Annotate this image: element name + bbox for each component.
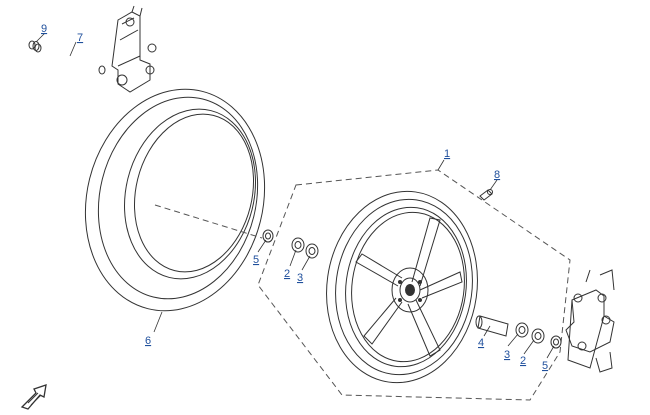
callout-3-left[interactable]: 3 [297, 272, 303, 284]
front-axle[interactable] [34, 43, 106, 75]
wheel-rim[interactable] [314, 181, 489, 392]
left-bearing[interactable] [305, 243, 319, 259]
callout-3-right[interactable]: 3 [504, 349, 510, 361]
callout-6[interactable]: 6 [145, 335, 151, 347]
axle-nut[interactable] [28, 40, 40, 51]
left-collar[interactable] [262, 229, 274, 243]
callout-4[interactable]: 4 [478, 337, 484, 349]
callout-9[interactable]: 9 [41, 23, 47, 35]
tire[interactable] [63, 70, 288, 330]
right-fork-leg [565, 269, 615, 373]
front-direction-arrow-icon [20, 384, 47, 410]
right-bearing[interactable] [515, 322, 529, 338]
left-fork-leg [111, 5, 157, 93]
left-oil-seal[interactable] [291, 237, 305, 253]
right-collar[interactable] [550, 335, 562, 349]
axle-centerline [154, 204, 263, 239]
callout-8[interactable]: 8 [494, 169, 500, 181]
leader-lines [35, 32, 555, 359]
callout-5-left[interactable]: 5 [253, 254, 259, 266]
callout-2-left[interactable]: 2 [284, 268, 290, 280]
tire-valve[interactable] [479, 189, 493, 201]
spacer-tube[interactable] [475, 315, 509, 337]
right-oil-seal[interactable] [531, 328, 545, 344]
callout-7[interactable]: 7 [77, 32, 83, 44]
callout-5-right[interactable]: 5 [542, 360, 548, 372]
assembly-boundary [257, 169, 571, 401]
callout-1[interactable]: 1 [444, 148, 450, 160]
callout-2-right[interactable]: 2 [520, 355, 526, 367]
